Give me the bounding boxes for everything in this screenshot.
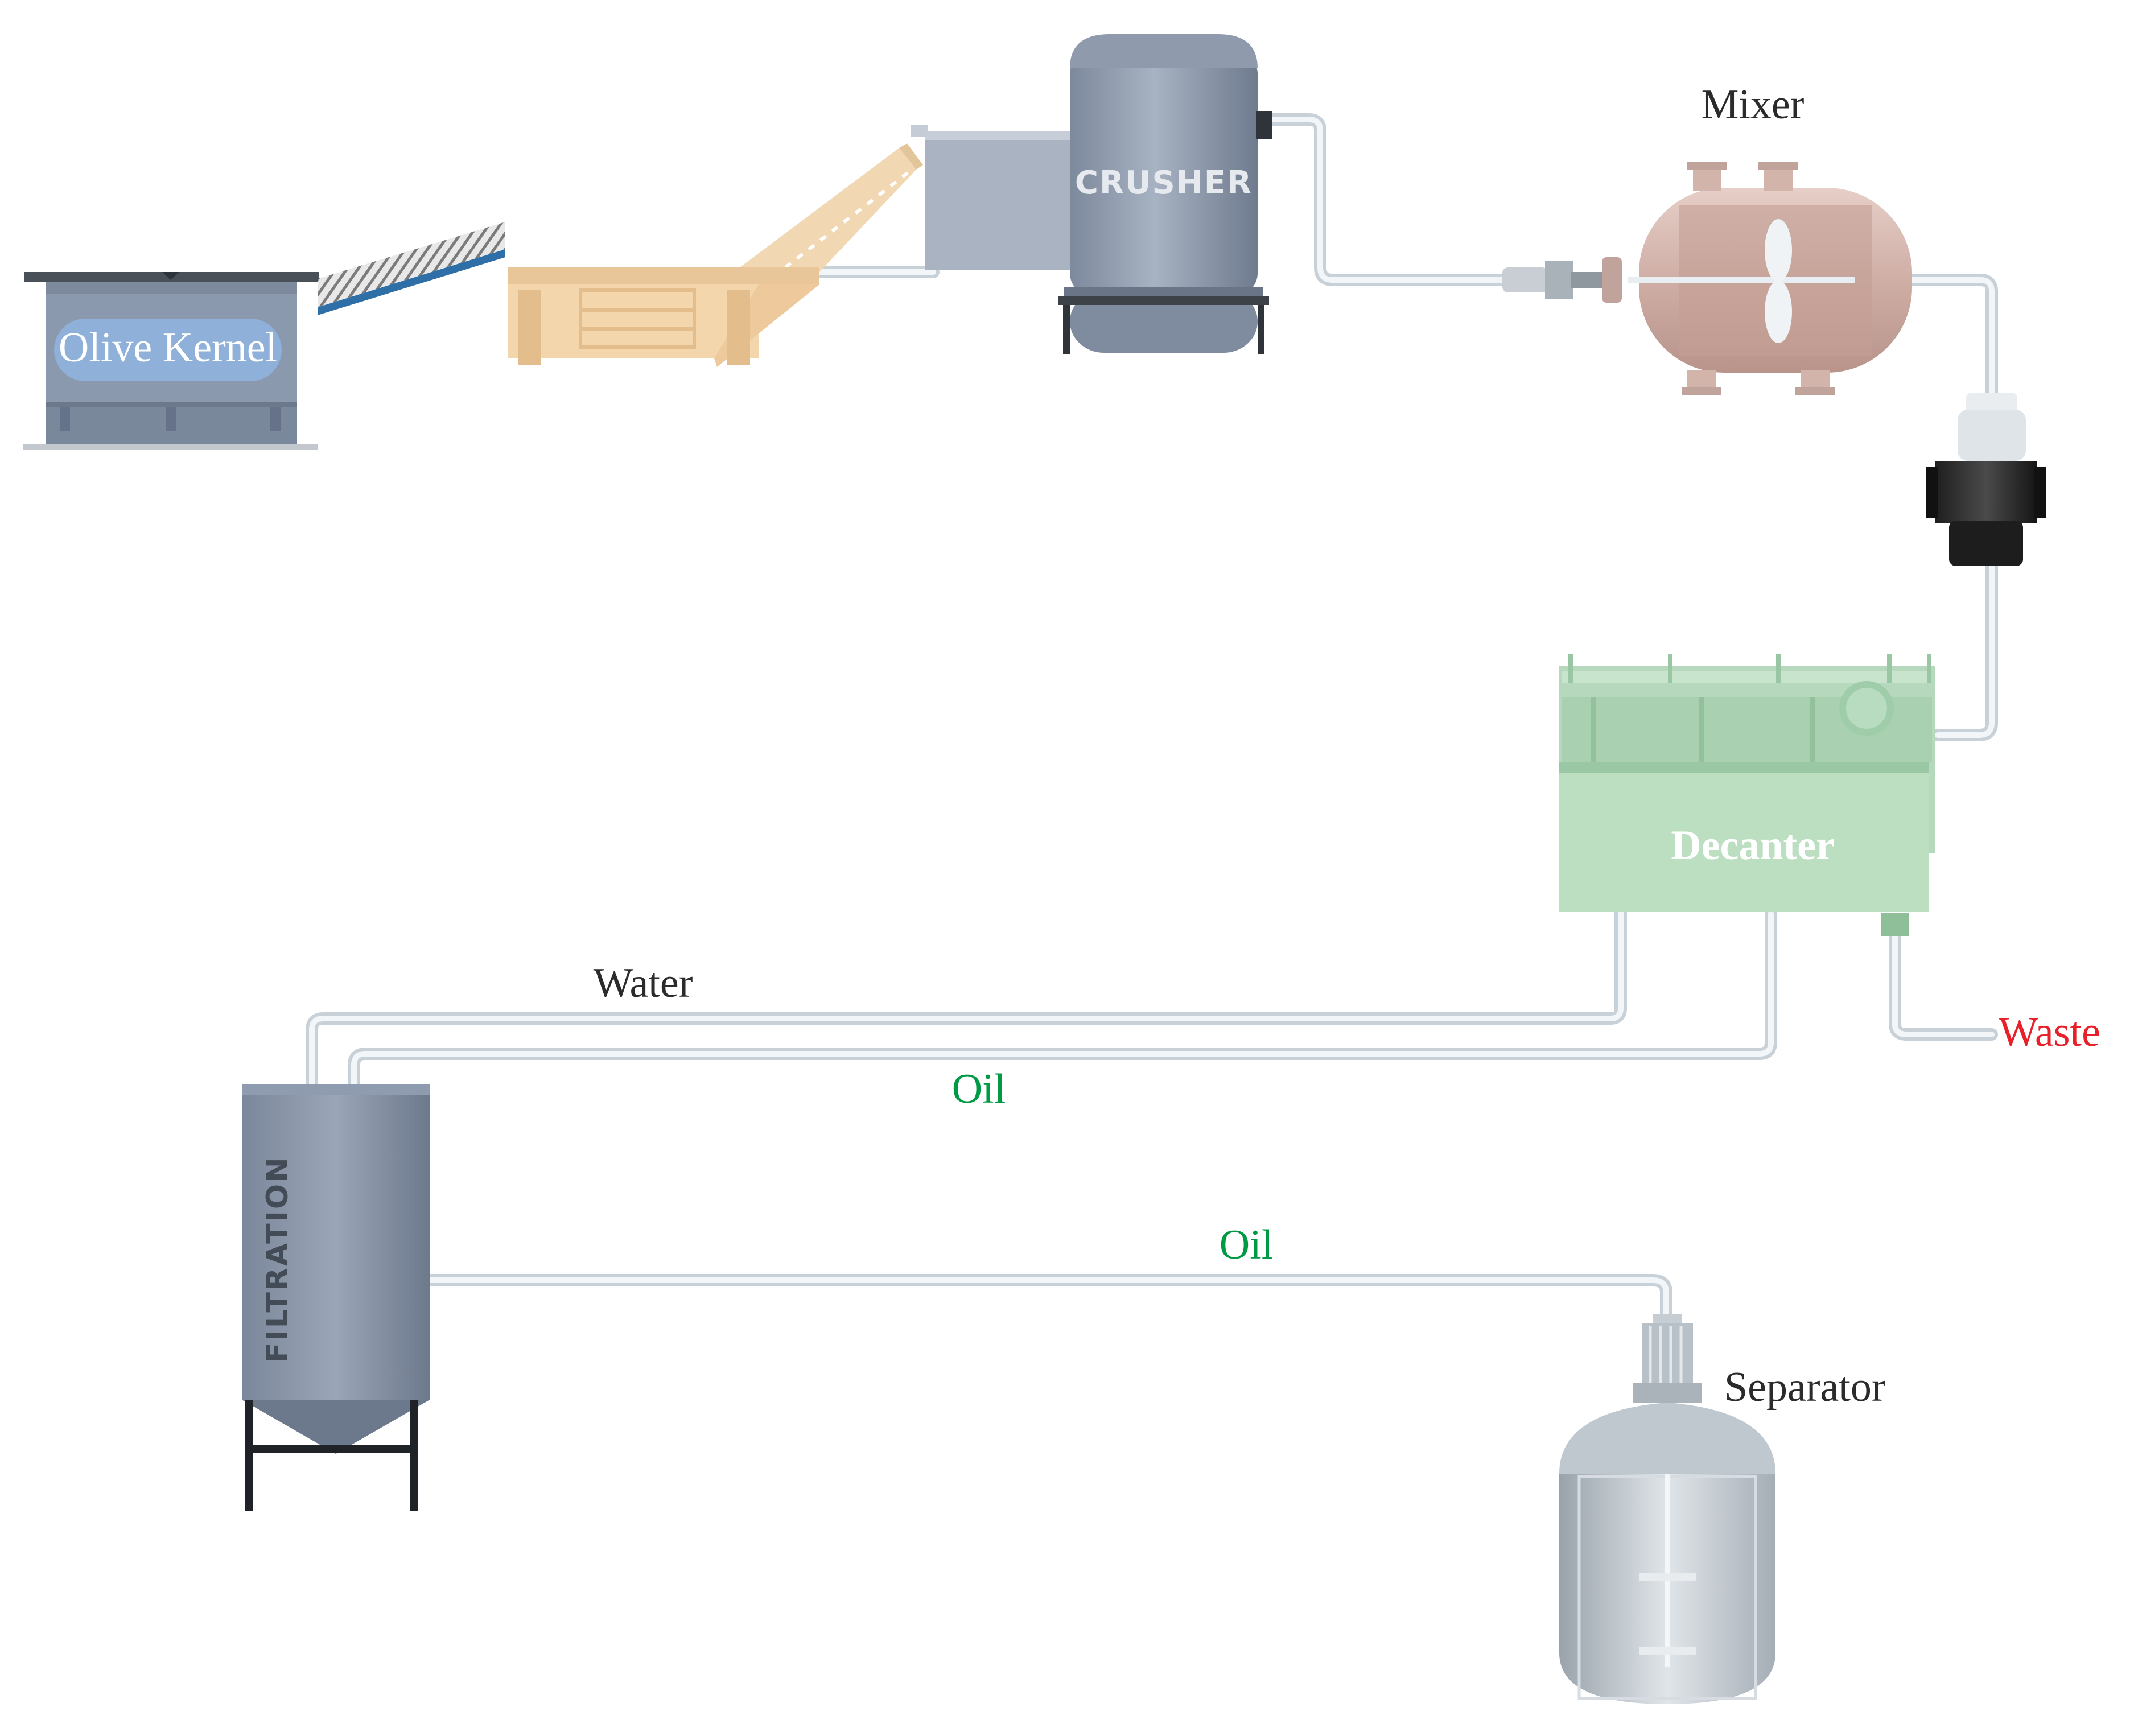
- oil-flow-label-decanter: Oil: [952, 1066, 1006, 1112]
- piping: [306, 113, 1998, 1326]
- flow-labels: Water Oil Waste Oil: [594, 960, 2100, 1268]
- decanter-label: Decanter: [1671, 822, 1835, 869]
- pump: [1926, 393, 2046, 566]
- mixer: Mixer: [1502, 81, 1912, 395]
- filtration-label: FILTRATION: [261, 1156, 295, 1363]
- waste-flow-label: Waste: [1999, 1009, 2100, 1055]
- separator: Separator: [1559, 1314, 1886, 1704]
- pipe-pump-to-decanter: [1931, 557, 1998, 741]
- pipe-waste: [1889, 930, 1998, 1041]
- conveyor-belt: [318, 222, 505, 315]
- olive-kernel-label: Olive Kernel: [59, 324, 277, 371]
- pipe-mixer-to-pump: [1906, 274, 1998, 399]
- pipe-oil-decanter: [348, 907, 1777, 1090]
- crusher: CRUSHER: [911, 34, 1272, 354]
- olive-kernel-badge: [54, 319, 282, 381]
- mixer-label: Mixer: [1702, 81, 1805, 128]
- pipe-water: [306, 907, 1627, 1090]
- pipe-oil-filtration: [423, 1274, 1672, 1326]
- filtration-unit: FILTRATION: [242, 1084, 430, 1511]
- crusher-label: CRUSHER: [1075, 164, 1253, 201]
- oil-flow-label-filtration: Oil: [1220, 1222, 1274, 1268]
- feed-hopper: [508, 143, 923, 367]
- olive-kernel-tank: Olive Kernel: [23, 272, 319, 450]
- water-flow-label: Water: [594, 960, 693, 1007]
- pipe-crusher-to-mixer: [1263, 113, 1514, 286]
- decanter: Decanter: [1559, 654, 1935, 936]
- separator-label: Separator: [1724, 1364, 1886, 1411]
